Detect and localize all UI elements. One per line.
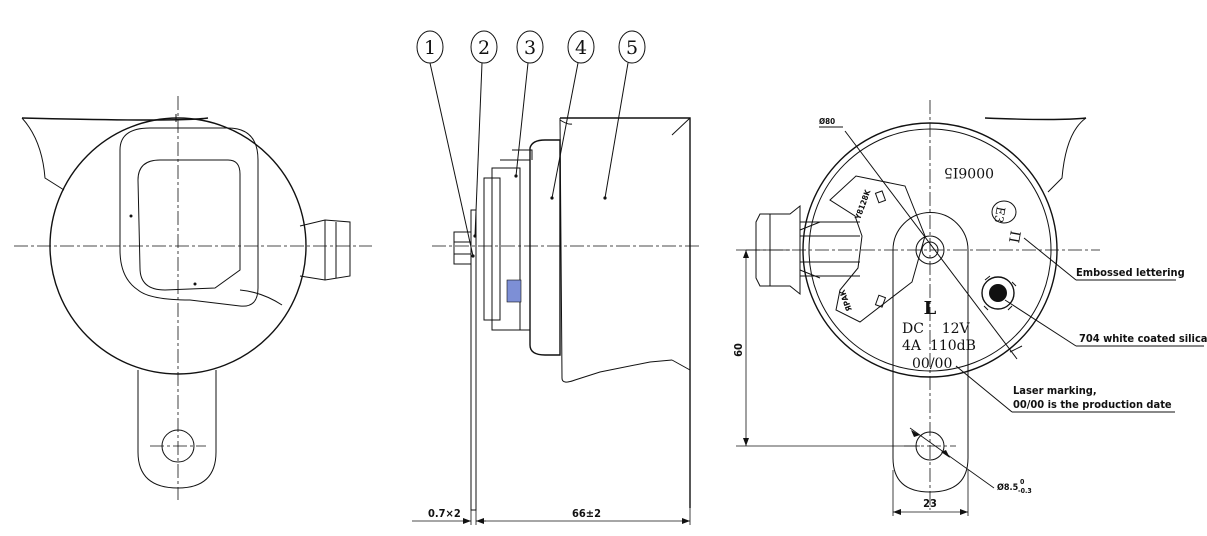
svg-text:Laser marking,: Laser marking, [1013,384,1097,397]
svg-text:704 white coated silica gel: 704 white coated silica gel [1079,332,1207,345]
balloon-4: 4 [551,30,595,199]
balloon-5: 5 [604,30,646,199]
diameter-label: Ø80 [819,116,843,128]
svg-text:Y8128K: Y8128K [853,188,872,221]
svg-text:0.7×2: 0.7×2 [428,507,461,520]
svg-text:Ø8.5: Ø8.5 [997,482,1019,493]
svg-text:5: 5 [626,37,638,59]
svg-text:Embossed lettering: Embossed lettering [1076,266,1185,279]
dimension-width: 23 [892,470,969,516]
svg-text:23: 23 [923,497,937,510]
dimension-depth: 66±2 [476,507,691,525]
laser-nameplate: L DC 12V 4A 110dB 00/00 [902,298,976,372]
svg-text:DC 12V: DC 12V [902,321,971,337]
callout-embossed: Embossed lettering [1023,237,1185,281]
svg-text:E3: E3 [991,205,1008,224]
callout-silica: 704 white coated silica gel [1004,299,1207,347]
balloon-3: 3 [515,30,544,177]
svg-text:60: 60 [732,343,745,357]
svg-text:0: 0 [1020,478,1025,486]
svg-text:-0.3: -0.3 [1018,487,1032,495]
svg-text:П: П [1005,229,1023,244]
svg-text:Ø80: Ø80 [819,116,835,126]
svg-text:L: L [924,298,937,319]
dimension-thickness: 0.7×2 [412,507,486,525]
svg-text:66±2: 66±2 [572,507,601,520]
svg-text:2: 2 [478,37,490,59]
svg-text:4: 4 [575,37,587,59]
dimension-height: 60 [732,249,920,447]
svg-text:0006I5: 0006I5 [944,164,994,180]
balloon-1: 1 [416,30,474,257]
dimension-hole: Ø8.5 0 -0.3 [909,427,1032,495]
svg-text:1: 1 [424,37,436,59]
front-view [14,96,372,500]
svg-text:00/00 is the production date: 00/00 is the production date [1013,398,1172,411]
callout-laser: Laser marking, 00/00 is the production d… [955,365,1175,413]
side-view [432,117,700,511]
svg-text:00/00: 00/00 [912,356,952,372]
svg-text:4A 110dB: 4A 110dB [902,338,976,354]
svg-text:ЯРАК: ЯРАК [838,288,854,312]
svg-text:3: 3 [524,37,536,59]
balloon-2: 2 [470,30,498,237]
